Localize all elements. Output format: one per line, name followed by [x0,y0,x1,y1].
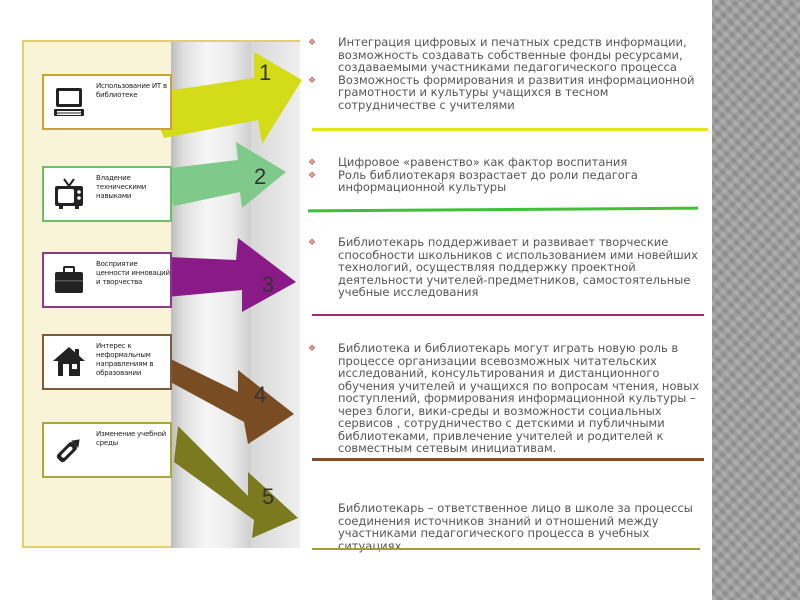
step-box-3: Восприятие ценности инноваций и творчест… [42,252,172,308]
step-label-1: Использование ИТ в библиотеке [96,82,167,99]
list-item-text: Интеграция цифровых и печатных средств и… [338,35,687,74]
step-label-4: Интерес к неформальным направлениям в об… [96,342,154,377]
pencil-icon [56,439,80,463]
text-block-5: Библиотекарь – ответственное лицо в школ… [308,502,708,552]
list-item: ❖ Возможность формирования и развития ин… [308,72,708,112]
text-block-1: ❖ Интеграция цифровых и печатных средств… [308,36,708,111]
arrows-layer [144,52,302,538]
arrow-4 [144,346,294,444]
step-box-2: Владение техническими навыками [42,166,172,222]
briefcase-icon [55,266,83,293]
bullet-icon: ❖ [308,158,317,168]
step-box-5: Изменение учебной среды [42,422,172,478]
list-item: ❖ Библиотекарь поддерживает и развивает … [308,236,708,299]
arrow-2 [154,142,286,208]
bullet-icon: ❖ [308,238,317,248]
divider-5 [312,548,700,550]
steps-diagram: 1 2 3 4 5 Использование ИТ в библиотеке … [22,40,302,548]
list-item: ❖ Библиотека и библиотекарь могут играть… [308,342,708,455]
bullet-icon: ❖ [308,170,317,181]
arrow-1 [146,52,302,144]
step-number-5: 5 [262,484,275,509]
step-box-4: Интерес к неформальным направлениям в об… [42,334,172,390]
divider-4 [312,458,704,461]
list-item-text: Роль библиотекаря возрастает до роли пед… [338,167,638,194]
step-label-2: Владение техническими навыками [96,174,147,200]
divider-2 [307,206,699,213]
arrow-5 [174,426,298,538]
text-block-3: ❖ Библиотекарь поддерживает и развивает … [308,236,708,299]
list-item: ❖ Роль библиотекаря возрастает до роли п… [308,167,708,194]
paragraph: Библиотекарь – ответственное лицо в школ… [308,502,708,552]
list-item-text: Возможность формирования и развития инфо… [338,72,695,112]
step-number-4: 4 [254,382,267,407]
list-item: ❖ Цифровое «равенство» как фактор воспит… [308,156,708,169]
list-item: ❖ Интеграция цифровых и печатных средств… [308,36,708,74]
bullet-icon: ❖ [308,38,317,48]
text-block-4: ❖ Библиотека и библиотекарь могут играть… [308,342,708,455]
divider-3 [312,314,704,316]
text-block-2: ❖ Цифровое «равенство» как фактор воспит… [308,156,708,194]
house-icon [53,347,85,376]
step-label-5: Изменение учебной среды [96,430,166,447]
list-item-text: Цифровое «равенство» как фактор воспитан… [338,155,628,169]
bullet-icon: ❖ [308,75,317,86]
arrow-3 [146,238,296,312]
list-item-text: Библиотека и библиотекарь могут играть н… [338,341,700,455]
computer-icon [54,88,84,116]
slide-edge-texture [712,0,800,600]
step-box-1: Использование ИТ в библиотеке [42,74,172,130]
divider-1 [312,128,708,131]
tv-icon [55,178,83,209]
paragraph-text: Библиотекарь – ответственное лицо в школ… [338,501,693,553]
bullet-icon: ❖ [308,344,317,354]
list-item-text: Библиотекарь поддерживает и развивает тв… [338,235,698,299]
step-number-1: 1 [259,60,272,85]
step-label-3: Восприятие ценности инноваций и творчест… [96,260,170,286]
step-number-3: 3 [262,272,275,297]
step-number-2: 2 [254,164,267,189]
